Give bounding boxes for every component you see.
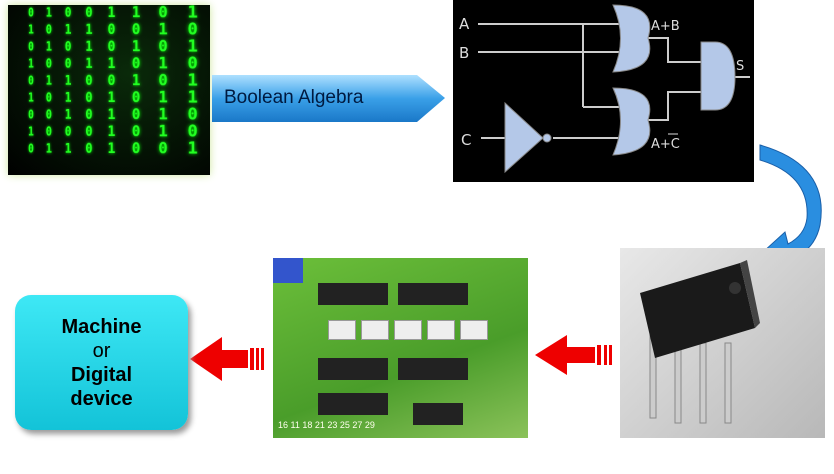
or1-label: A+B: [651, 19, 680, 34]
red-arrow-icon: [190, 337, 264, 381]
binary-row: 0 1 1 0 1 0 0 1: [28, 139, 210, 160]
boolean-algebra-arrow: Boolean Algebra: [212, 75, 445, 122]
pcb-silkscreen: 16 11 18 21 23 25 27 29: [278, 420, 375, 430]
input-c: C: [461, 131, 471, 149]
or-label: or: [93, 339, 111, 363]
machine-label: Machine: [61, 315, 141, 339]
machine-device-box: Machine or Digital device: [15, 295, 188, 430]
and-gate: [701, 42, 735, 110]
input-b: B: [459, 44, 469, 62]
ic-chip-photo: [620, 248, 825, 438]
logic-circuit-diagram: A B C A+B A+C S: [453, 0, 754, 182]
output-s: S: [736, 59, 744, 74]
digital-label: Digital: [71, 363, 132, 387]
or-gate-1: [613, 5, 650, 72]
arrow-label: Boolean Algebra: [224, 87, 363, 109]
or2-label: A+C: [651, 137, 680, 152]
circuit-board-photo: 16 11 18 21 23 25 27 29: [273, 258, 528, 438]
red-arrow-icon: [535, 335, 613, 375]
or-gate-2: [613, 88, 650, 155]
device-label: device: [70, 387, 132, 411]
binary-code-image: 0 1 0 0 1 1 0 1 1 0 1 1 0 0 1 0 0 1 0 1 …: [8, 5, 210, 175]
input-a: A: [459, 15, 470, 33]
not-gate: [505, 103, 543, 172]
